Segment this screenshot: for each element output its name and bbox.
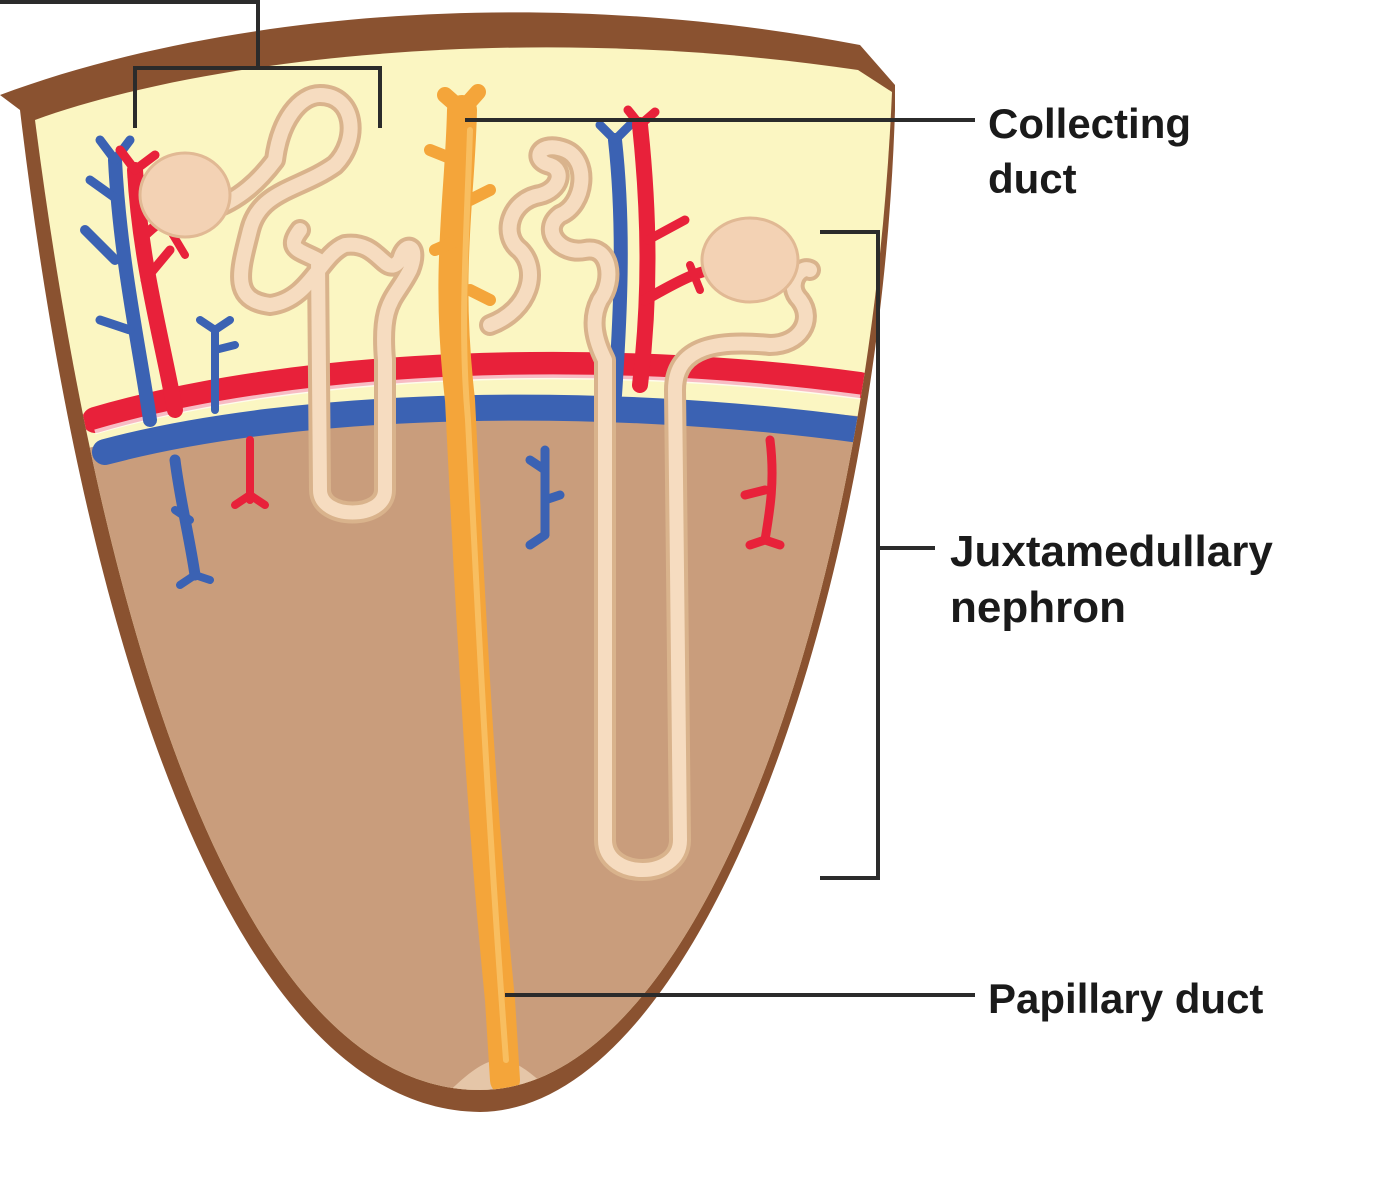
juxtamedullary-nephron-bracket: [820, 230, 935, 880]
collecting-duct-shape: [424, 84, 520, 1090]
cortical-nephron-bracket: [0, 0, 382, 128]
cortical-glomerulus: [138, 151, 232, 239]
juxtamedullary-nephron-shape: [479, 136, 821, 881]
juxtamedullary-nephron-label: Juxtamedullary: [950, 527, 1273, 576]
juxtamedullary-nephron-label-line2: nephron: [950, 583, 1126, 632]
papillary-duct-label: Papillary duct: [988, 975, 1263, 1022]
juxtamedullary-glomerulus: [700, 216, 800, 304]
left-interlobular-vessels: [80, 135, 269, 589]
collecting-duct-label-line2: duct: [988, 155, 1077, 202]
cortical-nephron: [138, 84, 425, 524]
collecting-duct-label: Collecting: [988, 100, 1191, 147]
